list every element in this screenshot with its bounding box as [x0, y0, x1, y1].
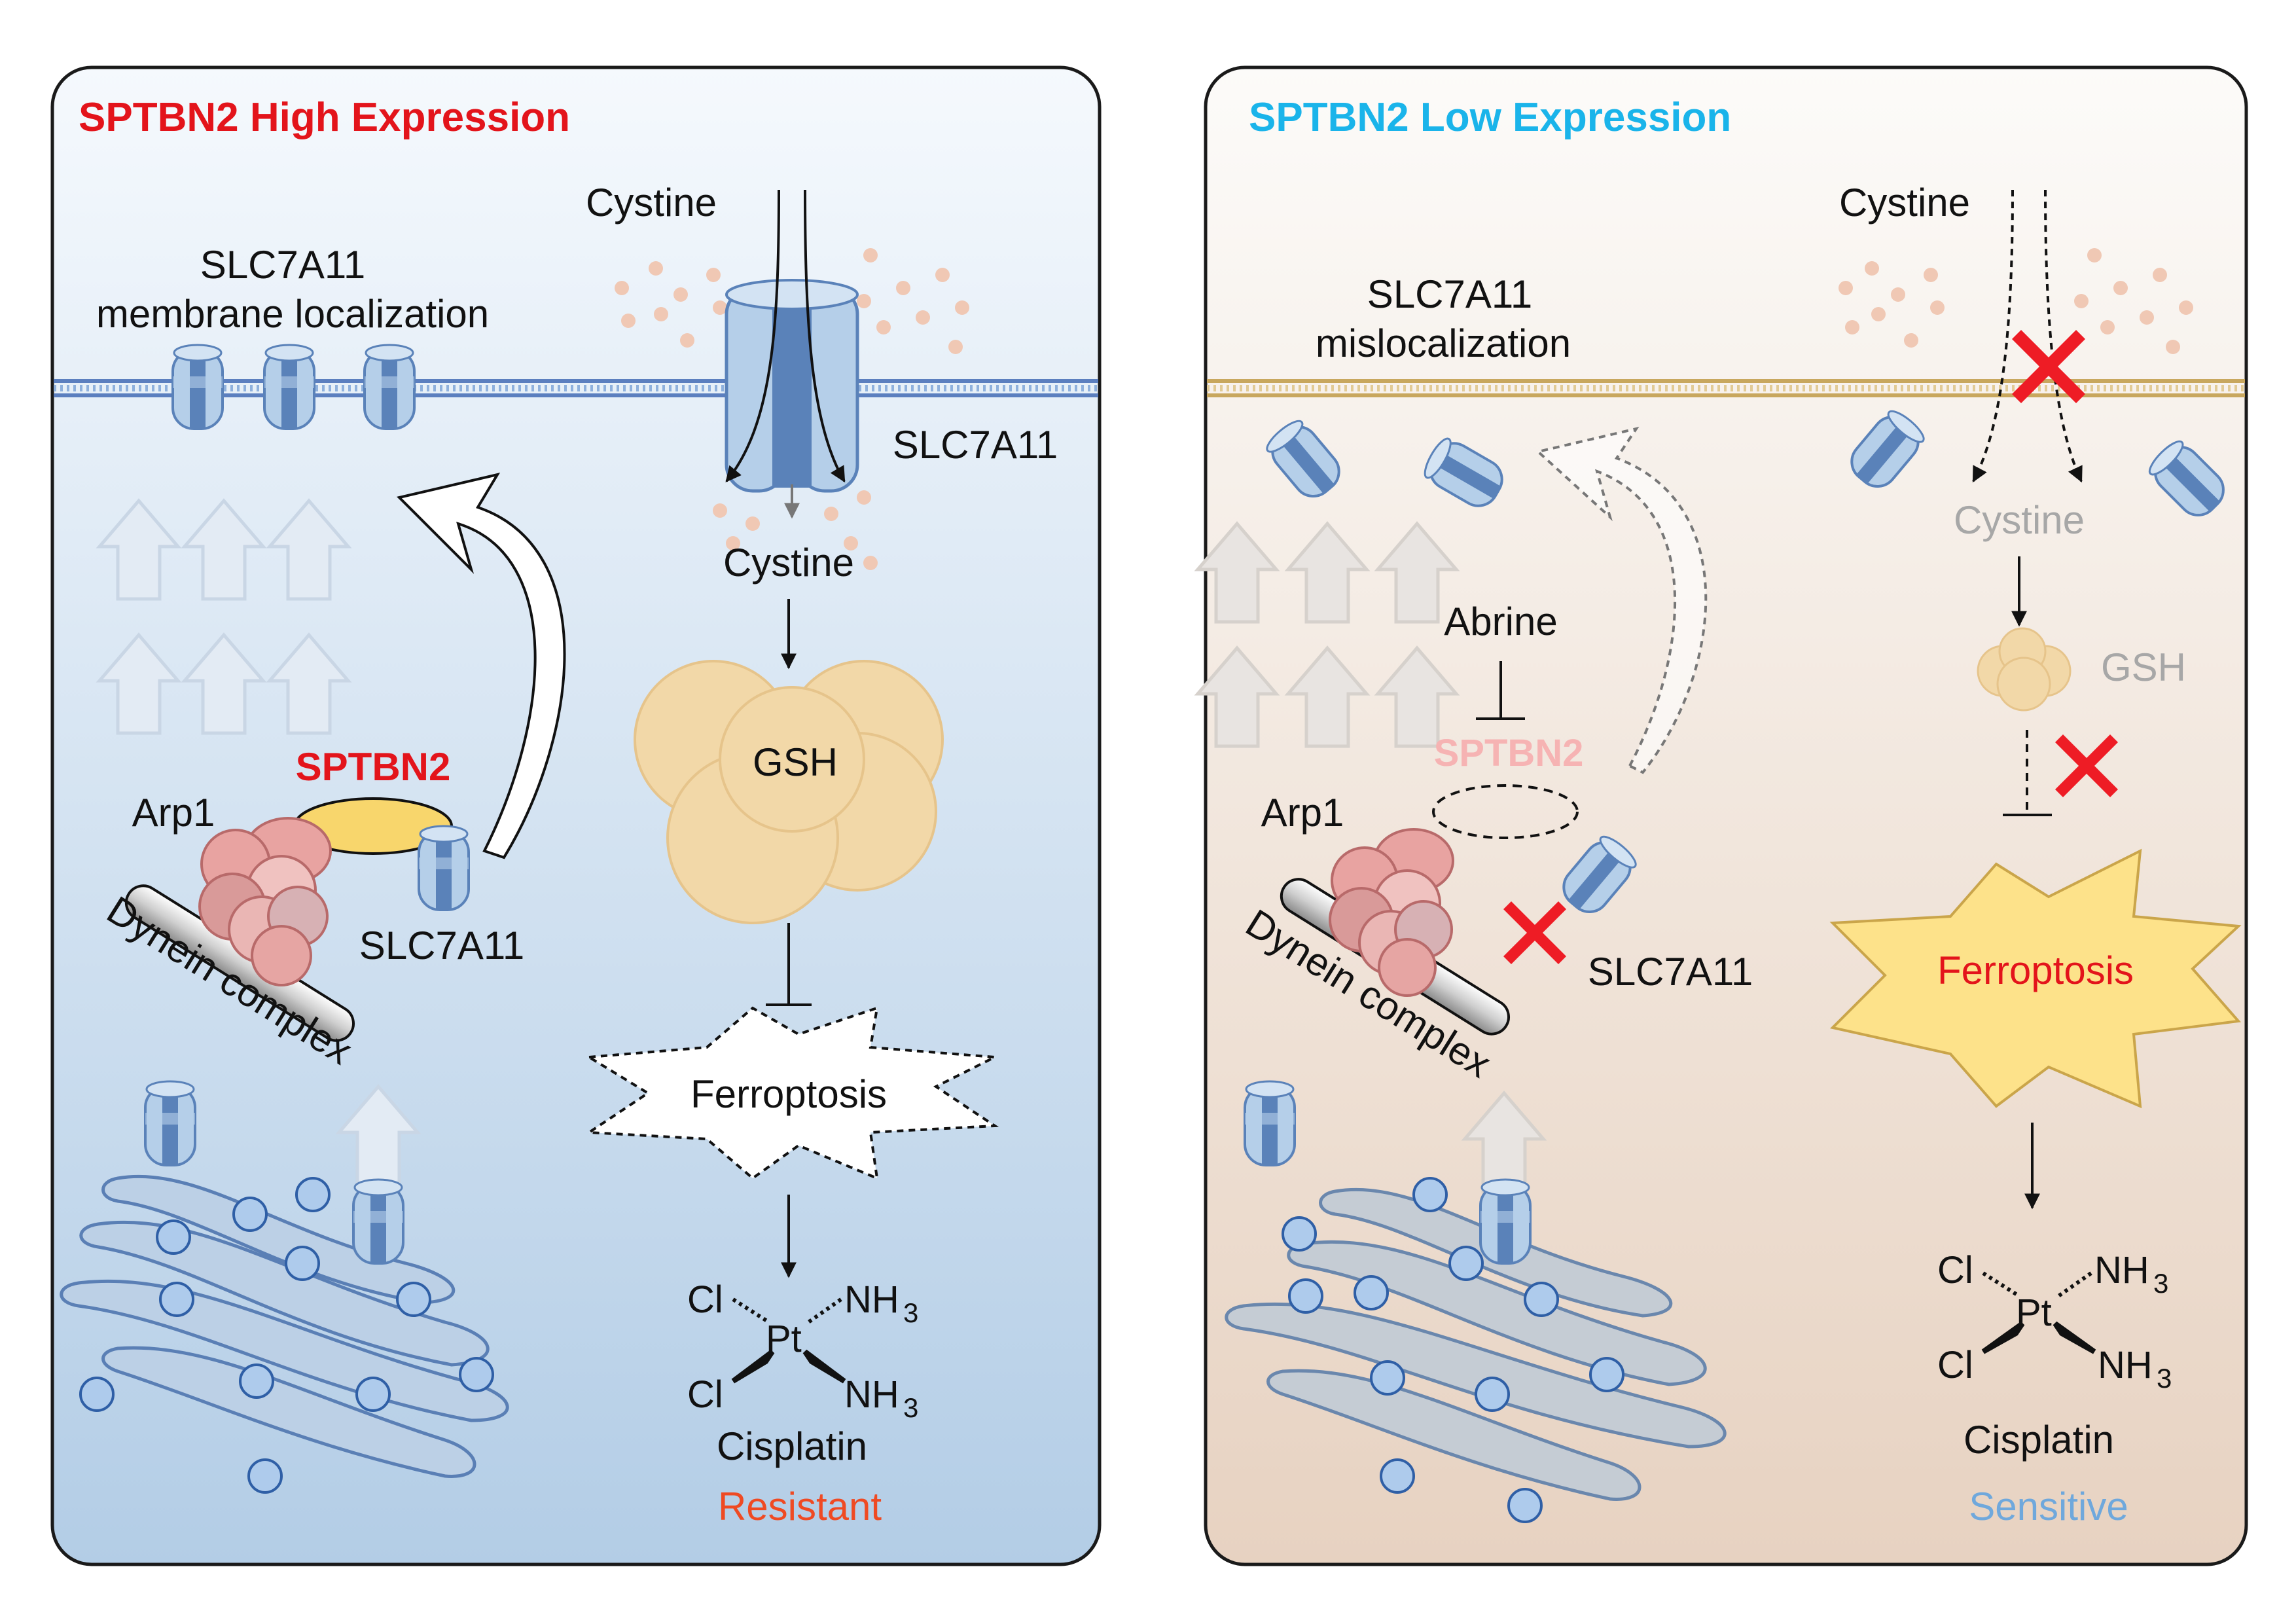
atom-subscript: 3: [2157, 1363, 2172, 1394]
right-cystine-outside: Cystine: [1839, 181, 1970, 225]
left-cystine-dots: [615, 248, 969, 354]
inhibition-icon: [1476, 661, 1525, 720]
right-panel-title: SPTBN2 Low Expression: [1249, 95, 1731, 140]
vesicle-icon: [1448, 1246, 1484, 1281]
gsh-cluster-icon: [634, 660, 944, 924]
vesicle-icon: [1589, 1357, 1624, 1392]
right-slc-label-line1: SLC7A11: [1367, 272, 1532, 316]
arp1-complex-icon: [1329, 828, 1454, 997]
vesicle-icon: [459, 1357, 494, 1392]
left-panel-title: SPTBN2 High Expression: [79, 95, 570, 140]
atom-cl: Cl: [687, 1373, 723, 1416]
atom-nh: NH: [844, 1373, 899, 1416]
left-outcome-label: Resistant: [718, 1485, 882, 1528]
left-arp1-label: Arp1: [132, 791, 215, 835]
inhibition-icon: [2003, 730, 2052, 816]
transporter-icon: [263, 344, 315, 430]
right-sptbn2-label: SPTBN2: [1434, 732, 1584, 774]
transporter-icon: [144, 1080, 196, 1166]
atom-cl: Cl: [687, 1278, 723, 1321]
vesicle-icon: [1475, 1377, 1510, 1412]
transporter-icon: [1244, 1080, 1296, 1166]
vesicle-icon: [285, 1246, 320, 1281]
left-cisplatin-label: Cisplatin: [717, 1424, 867, 1468]
left-cystine-outside: Cystine: [586, 181, 717, 225]
atom-subscript: 3: [903, 1392, 918, 1423]
left-slc-label-line2: membrane localization: [96, 292, 489, 336]
sptbn2-absent-icon: [1432, 784, 1579, 839]
right-abrine-label: Abrine: [1444, 600, 1557, 643]
left-slc-label-line1: SLC7A11: [200, 243, 365, 287]
right-slc-label-line2: mislocalization: [1316, 321, 1571, 365]
transporter-icon: [363, 344, 416, 430]
vesicle-icon: [1380, 1458, 1415, 1494]
vesicle-icon: [156, 1219, 191, 1255]
vesicle-icon: [1507, 1488, 1543, 1523]
right-ferroptosis-label: Ferroptosis: [1937, 948, 2134, 992]
right-gsh-label: GSH: [2101, 645, 2186, 689]
vesicle-icon: [1524, 1282, 1559, 1317]
right-cisplatin-label: Cisplatin: [1964, 1418, 2114, 1462]
right-panel: SPTBN2 Low Expression SLC7A11 mislocaliz…: [1198, 65, 2248, 1566]
right-arp1-label: Arp1: [1261, 791, 1344, 835]
vesicle-icon: [1288, 1278, 1323, 1314]
left-cystine-inside-dots: [713, 490, 878, 570]
left-cystine-inside: Cystine: [723, 541, 854, 585]
left-gsh-label: GSH: [753, 740, 838, 784]
left-transporter-label: SLC7A11: [893, 423, 1058, 467]
arp1-complex-icon: [198, 817, 332, 986]
atom-nh: NH: [844, 1278, 899, 1321]
transporter-icon: [418, 825, 470, 911]
vesicle-icon: [295, 1177, 331, 1212]
atom-nh: NH: [2094, 1249, 2149, 1291]
vesicle-icon: [239, 1363, 274, 1399]
vesicle-icon: [355, 1377, 391, 1412]
left-curved-arrow: [397, 472, 566, 859]
right-dashed-arrow: [1535, 426, 1708, 774]
vesicle-icon: [159, 1282, 194, 1317]
transporter-icon: [1479, 1178, 1532, 1265]
vesicle-icon: [1354, 1275, 1389, 1310]
left-cisplatin-structure: Cl NH 3 Pt Cl NH 3: [687, 1278, 918, 1423]
left-main-transporter: [725, 279, 859, 493]
atom-subscript: 3: [2153, 1268, 2168, 1299]
atom-cl: Cl: [1937, 1249, 1973, 1291]
atom-subscript: 3: [903, 1297, 918, 1328]
gsh-cluster-icon: [1977, 627, 2072, 712]
right-outcome-label: Sensitive: [1969, 1485, 2128, 1528]
transporter-icon: [171, 344, 224, 430]
right-cystine-inside: Cystine: [1954, 498, 2085, 542]
right-slc-complex-label: SLC7A11: [1588, 950, 1753, 994]
left-sptbn2-label: SPTBN2: [296, 745, 451, 789]
vesicle-icon: [396, 1282, 431, 1317]
right-cisplatin-structure: Cl NH 3 Pt Cl NH 3: [1937, 1249, 2172, 1394]
ferroptosis-star-icon: [584, 1006, 1000, 1181]
left-panel: SPTBN2 High Expression SLC7A11 membrane …: [50, 65, 1102, 1566]
vesicle-icon: [247, 1458, 283, 1494]
atom-nh: NH: [2098, 1344, 2153, 1386]
ferroptosis-star-icon: [1829, 848, 2242, 1109]
inhibition-icon: [766, 923, 812, 1006]
left-slc-complex-label: SLC7A11: [359, 924, 524, 967]
vesicle-icon: [1282, 1216, 1317, 1252]
atom-cl: Cl: [1937, 1344, 1973, 1386]
vesicle-icon: [79, 1377, 115, 1412]
transporter-icon: [352, 1178, 404, 1265]
left-ferroptosis-label: Ferroptosis: [691, 1072, 887, 1116]
vesicle-icon: [1370, 1360, 1405, 1396]
left-membrane: [54, 379, 1098, 397]
vesicle-icon: [1412, 1177, 1448, 1212]
vesicle-icon: [232, 1197, 268, 1232]
right-cystine-dots: [1839, 248, 2193, 354]
